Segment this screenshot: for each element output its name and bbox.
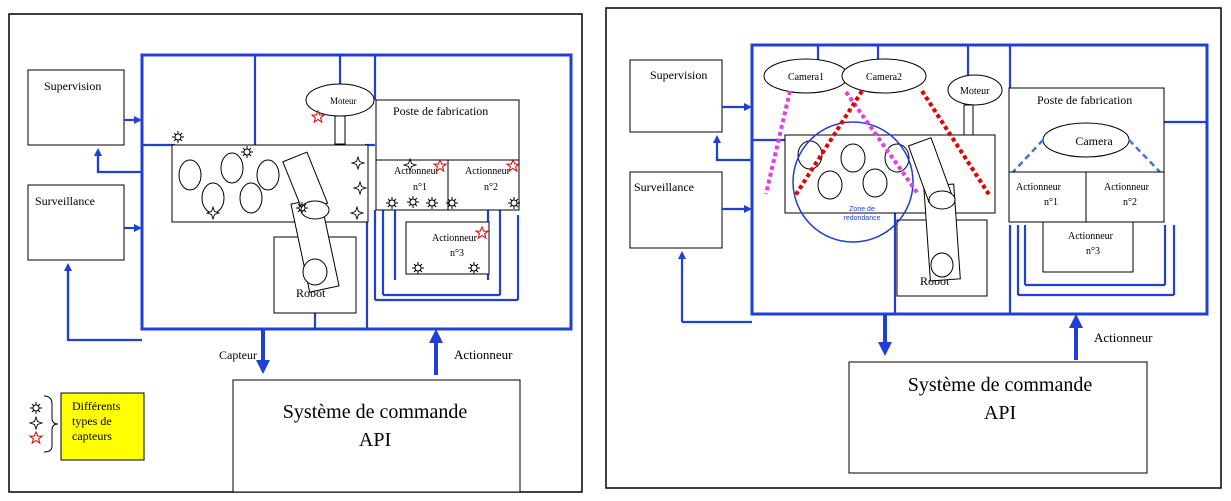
left-surveillance-label: Surveillance: [35, 194, 95, 208]
left-actionneur-label: Actionneur: [454, 347, 513, 362]
right-surveillance-box: [629, 171, 723, 249]
right-actionneur-label: Actionneur: [1094, 330, 1153, 345]
left-plant-frame: [140, 53, 573, 331]
right-systeme-line2: API: [984, 402, 1016, 424]
left-systeme-line2: API: [359, 429, 391, 451]
left-surveillance-box: [27, 184, 125, 261]
right-internal-wires: [752, 45, 1207, 314]
right-moteur-label: Moteur: [960, 86, 990, 97]
left-moteur-label: Moteur: [330, 96, 357, 106]
right-camera-label: Camera: [1075, 134, 1113, 148]
right-poste-label: Poste de fabrication: [1037, 93, 1132, 107]
right-supervision-label: Supervision: [650, 68, 707, 82]
right-systeme-line1: Système de commande: [908, 374, 1093, 396]
left-supervision-label: Supervision: [44, 79, 101, 93]
legend-box: [60, 392, 145, 461]
right-feedback-wires: [678, 103, 752, 324]
right-moteur: [947, 74, 1003, 106]
right-camera-fields: [764, 89, 992, 198]
right-actionneur3-box: [1042, 221, 1134, 273]
left-panel: Supervision Surveillance Moteur: [8, 13, 583, 493]
right-surveillance-label: Surveillance: [634, 180, 694, 194]
left-poste-label: Poste de fabrication: [393, 104, 488, 118]
right-supervision-box: [629, 59, 723, 133]
right-panel: Supervision Surveillance: [605, 7, 1222, 489]
left-supervision-box: [27, 69, 125, 146]
right-systeme-box: [848, 361, 1148, 474]
left-feedback-wires: [64, 116, 142, 342]
right-plant-frame: [750, 43, 1209, 316]
right-camera2: [841, 58, 927, 94]
left-systeme-line1: Système de commande: [283, 401, 468, 423]
right-frame: [605, 7, 1222, 489]
left-systeme-box: [232, 379, 521, 493]
right-zone-redondance: [792, 121, 914, 243]
right-camera2-label: Camera2: [866, 72, 902, 83]
right-camera1-label: Camera1: [788, 72, 824, 83]
left-capteur-label: Capteur: [219, 348, 257, 362]
